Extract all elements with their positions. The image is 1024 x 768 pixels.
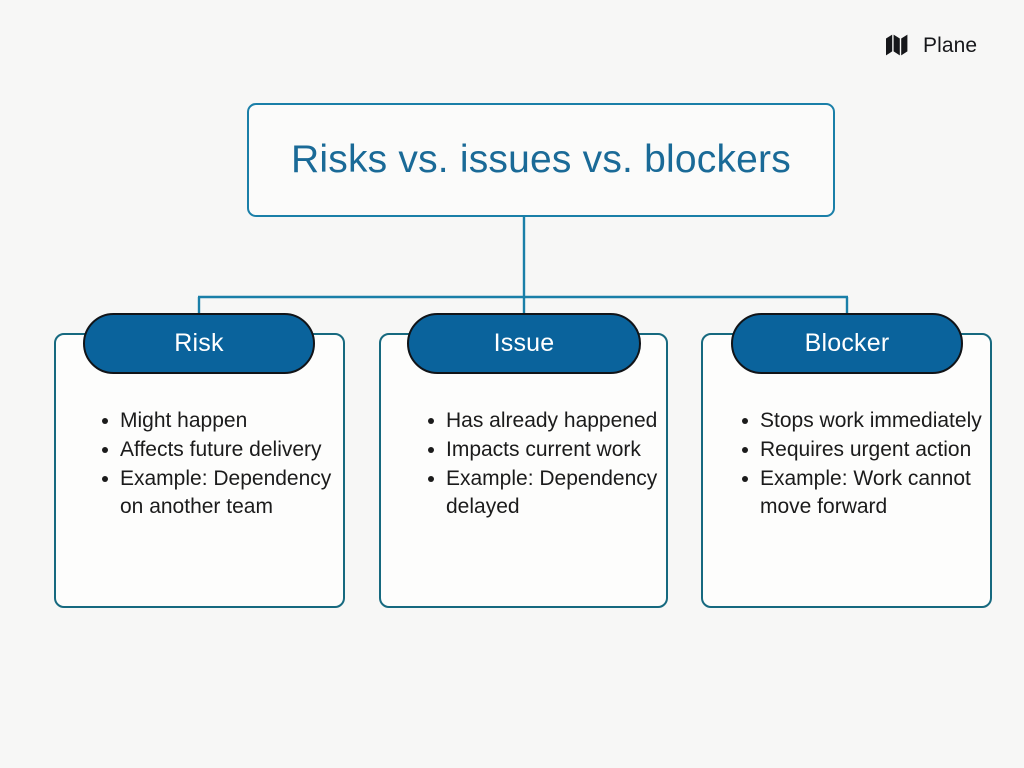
plane-logo-icon xyxy=(886,34,908,56)
column-card-blocker xyxy=(701,333,992,608)
column-header-risk: Risk xyxy=(83,313,315,374)
column-header-issue: Issue xyxy=(407,313,641,374)
column-bullets-blocker: Stops work immediately Requires urgent a… xyxy=(712,407,1006,522)
list-item: Requires urgent action xyxy=(740,436,1006,464)
column-header-blocker: Blocker xyxy=(731,313,963,374)
column-bullets-risk: Might happen Affects future delivery Exa… xyxy=(72,407,352,522)
list-item: Example: Work cannot move forward xyxy=(740,465,1006,521)
diagram-title-box: Risks vs. issues vs. blockers xyxy=(247,103,835,217)
list-item: Impacts current work xyxy=(426,436,684,464)
brand-logo: Plane xyxy=(886,34,977,56)
page-title: Risks vs. issues vs. blockers xyxy=(291,138,791,182)
column-header-label: Issue xyxy=(493,329,555,357)
list-item: Affects future delivery xyxy=(100,436,352,464)
column-header-label: Blocker xyxy=(804,329,890,357)
column-header-label: Risk xyxy=(174,329,224,357)
list-item: Might happen xyxy=(100,407,352,435)
list-item: Has already happened xyxy=(426,407,684,435)
list-item: Example: Dependency delayed xyxy=(426,465,684,521)
list-item: Example: Dependency on another team xyxy=(100,465,352,521)
list-item: Stops work immediately xyxy=(740,407,1006,435)
brand-name: Plane xyxy=(923,33,978,57)
column-bullets-issue: Has already happened Impacts current wor… xyxy=(398,407,684,522)
